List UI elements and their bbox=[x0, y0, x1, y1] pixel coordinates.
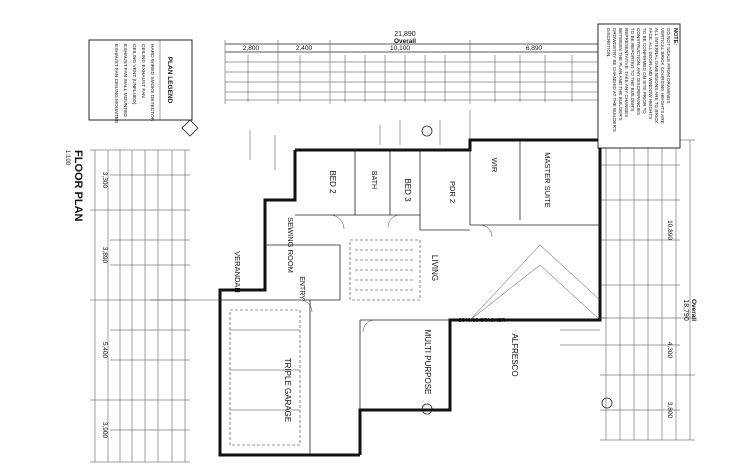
plan-title: FLOOR PLAN bbox=[72, 150, 84, 222]
right-segment-3: 3,800 bbox=[666, 402, 673, 419]
room-multi-purpose: MULTI PURPOSE bbox=[423, 330, 432, 395]
notes-line-3: ALL INTERNAL DIMENSIONS ARE TO BRICK bbox=[654, 28, 659, 124]
left-segment-2: 3,890 bbox=[101, 247, 108, 264]
notes-line-4: FACE. ALL DOOR AND WINDOW HEIGHTS bbox=[648, 28, 653, 119]
floor-plan-title: FLOOR PLAN 1:100 bbox=[64, 150, 84, 222]
room-verandah: VERANDAH bbox=[233, 251, 242, 293]
notes-line-8: REPRESENTATIVE. TAKE ANY CHANGES bbox=[624, 28, 629, 117]
left-dimension-chain: 3,300 3,890 5,400 3,900 bbox=[90, 149, 190, 463]
notes-line-1: DO NOT SCALE FROM DRAWINGS. bbox=[666, 28, 671, 105]
building-walls bbox=[150, 138, 606, 457]
left-segment-4: 3,900 bbox=[101, 422, 108, 439]
top-overall-dimension: 21,890 bbox=[394, 31, 416, 38]
room-bath: BATH bbox=[370, 171, 377, 189]
legend-item-1: HARD WIRED SMOKE DETECTOR bbox=[149, 44, 155, 122]
room-sewing: SEWING ROOM bbox=[286, 217, 295, 273]
left-segment-1: 3,300 bbox=[101, 172, 108, 189]
notes-line-5: TO BE CONFIRMED ON SITE PRIOR TO bbox=[642, 28, 647, 114]
room-alfresco: ALFRESCO bbox=[510, 333, 519, 376]
stacker-door-label: 2540/10 STACKER bbox=[459, 318, 506, 324]
legend-item-4: EXHAUST FAN WALL MOUNTED bbox=[122, 44, 128, 117]
left-segment-3: 5,400 bbox=[101, 342, 108, 359]
room-labels: BED 2 BED 3 BATH PDR 2 WIR MASTER SUITE … bbox=[233, 152, 552, 422]
top-dimension-chain: 21,890 Overall 2,800 2,400 10,100 6,890 bbox=[224, 31, 599, 104]
notes-title: NOTE: bbox=[672, 28, 678, 45]
notes-line-6: CONSTRUCTION. ANY DISCREPANCIES bbox=[636, 28, 641, 115]
notes-box: NOTE: DO NOT SCALE FROM DRAWINGS. VERTIC… bbox=[597, 23, 681, 149]
plan-legend: PLAN LEGEND HARD WIRED SMOKE DETECTOR CE… bbox=[88, 39, 193, 124]
top-overall-label: Overall bbox=[394, 38, 416, 45]
right-overall-dimension: 18,790 bbox=[682, 299, 689, 321]
plan-scale: 1:100 bbox=[64, 150, 70, 166]
right-segment-2: 4,300 bbox=[666, 342, 673, 359]
north-marker bbox=[181, 119, 199, 137]
room-pdr: PDR 2 bbox=[448, 181, 457, 203]
annotation-tick-marks bbox=[249, 110, 600, 346]
notes-line-2: VERTICAL BRICK COURSING HEIGHTS ARE bbox=[660, 28, 665, 124]
right-overall-label: Overall bbox=[690, 299, 697, 321]
legend-title: PLAN LEGEND bbox=[166, 57, 173, 104]
top-segment-3: 10,100 bbox=[390, 45, 410, 52]
notes-line-9: BETWEEN THE PLAN AND THE BUILDER'S bbox=[618, 28, 623, 121]
grid-marker-top bbox=[421, 125, 433, 137]
legend-item-2: CEILING EXHAUST FAN bbox=[140, 44, 146, 98]
legend-item-3: CEILING VENT (UNFLUED) bbox=[131, 44, 137, 105]
grid-marker-right bbox=[601, 397, 613, 409]
room-bed-2: BED 2 bbox=[328, 170, 337, 194]
room-triple-garage: TRIPLE GARAGE bbox=[283, 358, 292, 422]
room-entry: ENTRY bbox=[298, 276, 305, 300]
top-segment-1: 2,800 bbox=[243, 45, 260, 52]
room-master-suite: MASTER SUITE bbox=[543, 152, 552, 207]
grid-markers bbox=[181, 119, 613, 415]
right-segment-1: 10,890 bbox=[666, 220, 673, 240]
grid-marker-bottom bbox=[421, 403, 433, 415]
room-wir: WIR bbox=[490, 158, 499, 173]
legend-item-5: EXHAUST FAN CEILING MOUNTED bbox=[113, 44, 119, 124]
top-segment-4: 6,890 bbox=[526, 45, 543, 52]
right-dimension-chain: 18,790 Overall 10,890 4,300 3,800 bbox=[600, 139, 697, 441]
notes-line-10: DROWGETRY BE CHANGED AT THE BUILDER'S bbox=[612, 28, 617, 132]
room-bed-3: BED 3 bbox=[403, 178, 412, 202]
notes-line-7: TO BE REPORTED TO THE BUILDER'S bbox=[630, 28, 635, 111]
notes-line-11: DISCRETION. bbox=[606, 28, 611, 58]
top-segment-2: 2,400 bbox=[296, 45, 313, 52]
room-living: LIVING bbox=[430, 255, 439, 281]
